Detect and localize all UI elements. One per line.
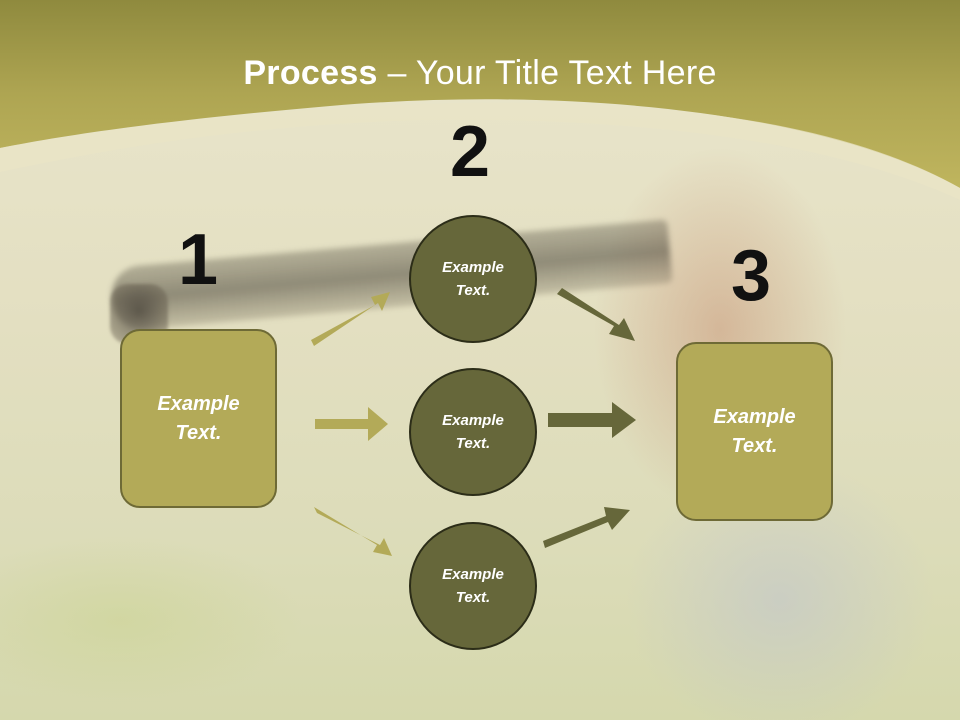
arrow-bottom-to-right (543, 507, 630, 548)
title-rest: – Your Title Text Here (377, 54, 717, 92)
circle-top[interactable]: Example Text. (409, 215, 537, 343)
step-number-2: 2 (450, 112, 491, 192)
left-text-box[interactable]: Example Text. (120, 329, 277, 508)
right-text-box[interactable]: Example Text. (676, 342, 833, 521)
arrow-middle-to-right (548, 402, 636, 438)
header-band (0, 0, 960, 200)
arrow-top-to-right (557, 288, 635, 341)
circle-bottom-text: Example Text. (442, 566, 504, 606)
circle-middle-text: Example Text. (442, 412, 504, 452)
left-box-text: Example Text. (157, 392, 240, 444)
arrow-left-to-top (311, 292, 390, 346)
arrow-left-to-bottom (314, 507, 392, 556)
title-bold: Process (243, 54, 378, 92)
step-number-1: 1 (178, 220, 219, 300)
slide-title: Process – Your Title Text Here (0, 54, 960, 93)
arrow-left-to-middle (315, 407, 388, 441)
circle-middle[interactable]: Example Text. (409, 368, 537, 496)
header-shape (0, 0, 960, 188)
header-swoosh-light (0, 102, 960, 200)
step-number-3: 3 (731, 236, 772, 316)
circle-bottom[interactable]: Example Text. (409, 522, 537, 650)
circle-top-text: Example Text. (442, 259, 504, 299)
right-box-text: Example Text. (713, 405, 796, 457)
